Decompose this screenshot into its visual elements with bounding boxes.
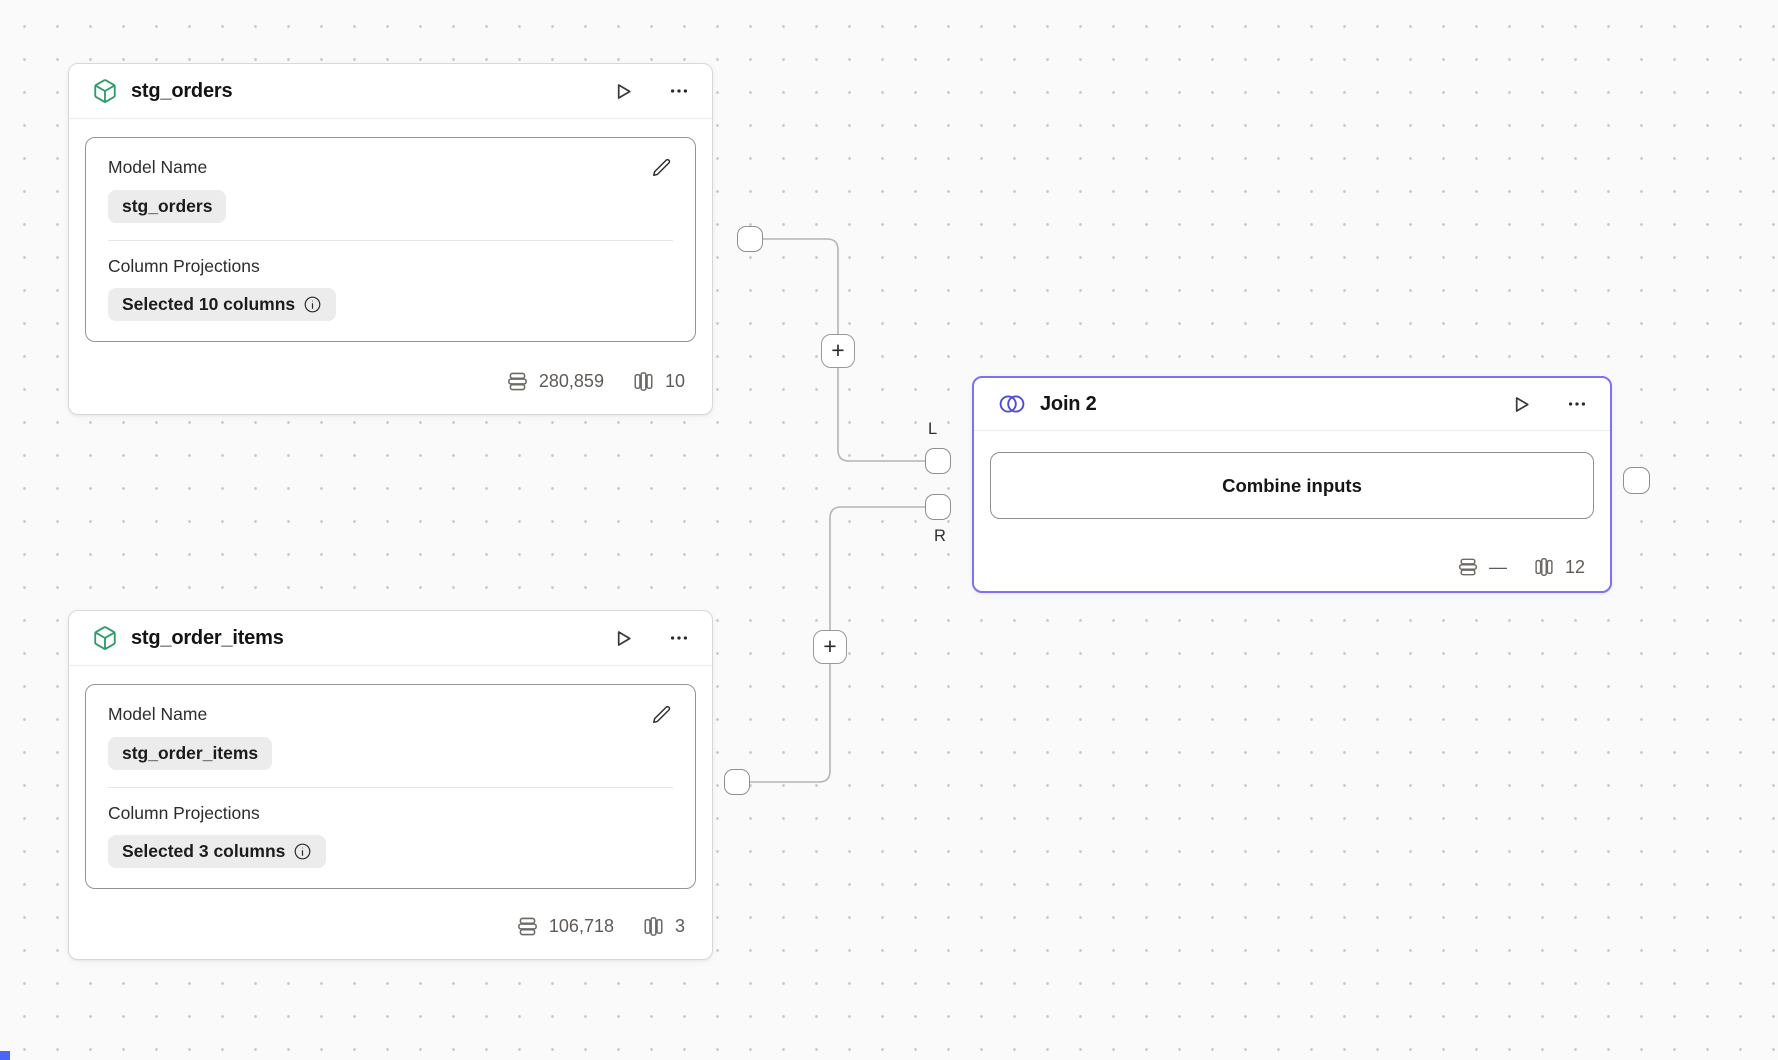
node-stats: 280,859 10 — [69, 348, 712, 414]
node-header: Join 2 — [974, 378, 1610, 431]
info-icon[interactable] — [303, 295, 322, 314]
rows-icon — [1457, 556, 1479, 578]
rows-icon — [516, 915, 539, 938]
columns-icon — [1533, 556, 1555, 578]
row-count: — — [1488, 556, 1507, 577]
join-input-port-right[interactable] — [925, 494, 951, 520]
model-name-chip: stg_order_items — [108, 737, 273, 770]
model-name-label: Model Name — [108, 157, 208, 177]
node-menu-button[interactable] — [1566, 393, 1588, 415]
port-label-right: R — [934, 527, 946, 545]
field-divider — [108, 240, 673, 241]
columns-icon — [642, 915, 665, 938]
node-stats: — 12 — [974, 543, 1610, 591]
run-node-button[interactable] — [612, 80, 635, 103]
run-node-button[interactable] — [612, 627, 635, 650]
field-divider — [108, 787, 673, 788]
add-step-button[interactable]: + — [813, 630, 847, 664]
node-title: stg_order_items — [131, 626, 284, 649]
model-name-label: Model Name — [108, 704, 208, 724]
column-projections-label: Column Projections — [108, 256, 260, 276]
column-count: 12 — [1564, 556, 1585, 577]
model-cube-icon — [92, 78, 118, 104]
column-count: 3 — [674, 915, 685, 936]
model-cube-icon — [92, 625, 118, 651]
node-menu-button[interactable] — [668, 80, 690, 102]
pencil-icon — [653, 158, 671, 177]
column-projections-chip: Selected 10 columns — [108, 288, 337, 321]
pencil-icon — [653, 705, 671, 724]
node-header: stg_order_items — [69, 611, 712, 666]
node-menu-button[interactable] — [668, 627, 690, 649]
node-stg-orders[interactable]: stg_orders Model Name stg_orders Column … — [68, 63, 713, 415]
node-stats: 106,718 3 — [69, 893, 712, 959]
model-config-card: Model Name stg_order_items Column Projec… — [85, 684, 696, 889]
node-header: stg_orders — [69, 64, 712, 119]
node-stg-order-items[interactable]: stg_order_items Model Name stg_order_ite… — [68, 610, 713, 960]
edit-model-name-button[interactable] — [651, 157, 673, 179]
node-join-2[interactable]: Join 2 Combine inputs — 12 — [972, 376, 1612, 593]
add-step-button[interactable]: + — [821, 334, 855, 368]
output-port-stg-orders[interactable] — [737, 226, 763, 252]
node-title: Join 2 — [1040, 392, 1097, 415]
column-count: 10 — [664, 370, 685, 391]
column-projections-chip: Selected 3 columns — [108, 835, 327, 868]
join-output-port[interactable] — [1623, 467, 1650, 494]
row-count: 106,718 — [548, 915, 614, 936]
join-icon — [997, 392, 1027, 416]
output-port-stg-order-items[interactable] — [724, 769, 750, 795]
columns-icon — [632, 370, 655, 393]
canvas-corner-accent — [0, 1051, 10, 1060]
info-icon[interactable] — [293, 842, 312, 861]
run-node-button[interactable] — [1510, 393, 1533, 416]
model-config-card: Model Name stg_orders Column Projections… — [85, 137, 696, 342]
port-label-left: L — [928, 420, 938, 438]
row-count: 280,859 — [538, 370, 604, 391]
edit-model-name-button[interactable] — [651, 704, 673, 726]
join-input-port-left[interactable] — [925, 448, 951, 474]
column-projections-label: Column Projections — [108, 803, 260, 823]
combine-inputs-button[interactable]: Combine inputs — [990, 452, 1594, 519]
model-name-chip: stg_orders — [108, 190, 227, 223]
node-title: stg_orders — [131, 79, 233, 102]
rows-icon — [506, 370, 529, 393]
